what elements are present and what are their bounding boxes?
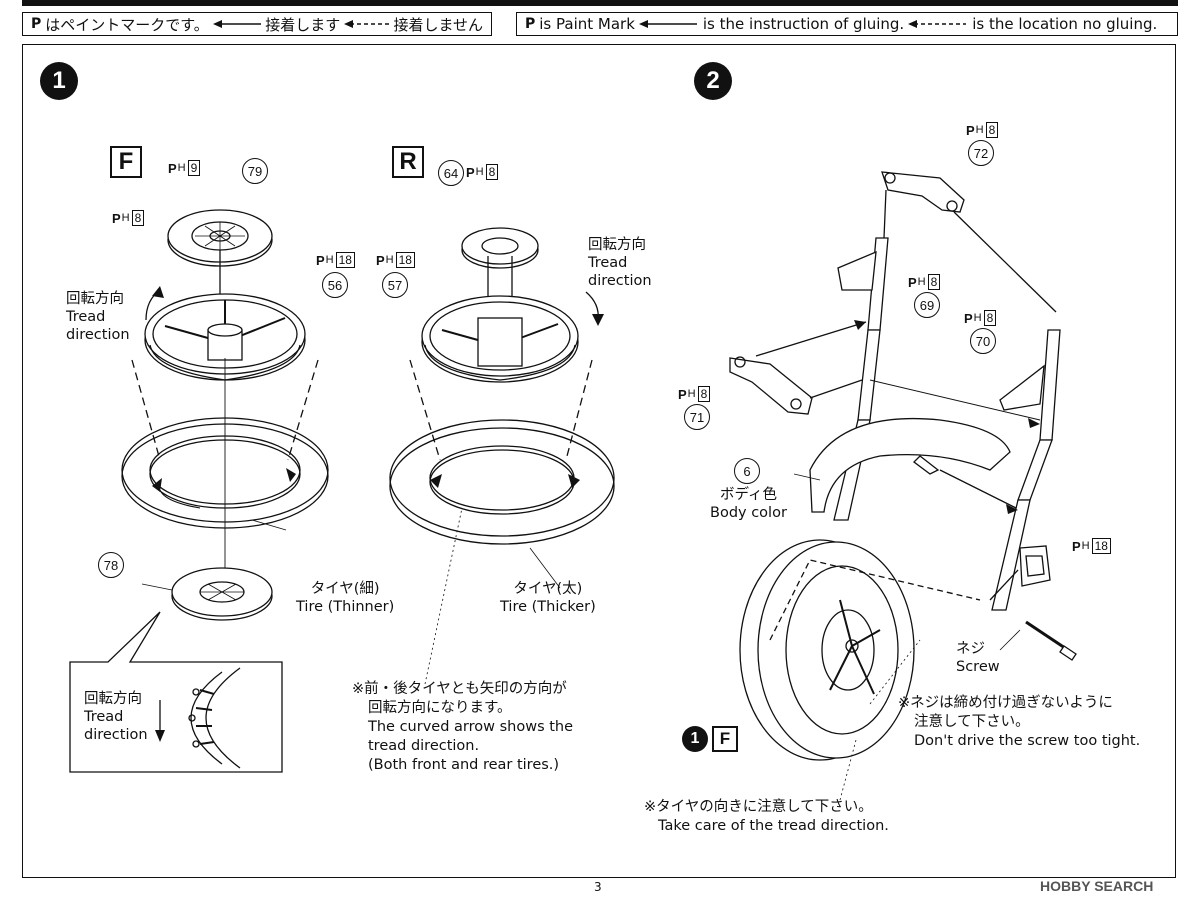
paint-mark-symbol: P [525, 16, 536, 32]
part-70: 70 [970, 328, 996, 354]
legend-noglue-text: is the location no gluing. [972, 15, 1158, 33]
detail-disc [188, 667, 241, 769]
legend-paint-text: はペイントマークです。 [45, 15, 209, 34]
detail-callout-box [69, 611, 283, 773]
legend-glue-text: is the instruction of gluing. [702, 15, 905, 33]
front-wheel-assembly [739, 539, 915, 761]
glue-arrow-icon [638, 20, 697, 28]
leader-tire-thick [529, 547, 561, 589]
fork-guide-line [869, 379, 1041, 421]
tread-note-leader [839, 739, 857, 801]
guide-arrowhead [1028, 418, 1040, 428]
lower-bridge-guides [755, 321, 867, 399]
tread-note: ※前・後タイヤとも矢印の方向が 回転方向になります。 The curved ar… [352, 681, 574, 773]
tread-arrowhead [152, 286, 164, 298]
step-2-badge: 2 [694, 62, 732, 100]
front-disc-78 [171, 567, 273, 621]
leader-tire-thin [251, 519, 287, 531]
leader-6 [793, 473, 821, 481]
step-1-badge: 1 [40, 62, 78, 100]
bridge-guide-lines [883, 189, 1057, 313]
part-69: 69 [914, 292, 940, 318]
rear-tire-thicker [389, 419, 615, 545]
legend-english: P is Paint Mark is the instruction of gl… [516, 12, 1178, 36]
screw-note-leader [869, 639, 921, 705]
tread-arrowhead [592, 314, 604, 326]
part-6: 6 [734, 458, 760, 484]
watermark: HOBBY SEARCH [1040, 878, 1154, 894]
caliper-guide [989, 569, 1019, 601]
part-57: 57 [382, 272, 408, 298]
detail-arrowhead [155, 730, 165, 742]
legend-paint-text: is Paint Mark [539, 15, 635, 33]
fender-guide [939, 469, 1017, 509]
paint-mark-symbol: P [31, 16, 42, 32]
guide-arrowhead [854, 320, 866, 330]
part-78: 78 [98, 552, 124, 578]
note-leader-dotted [424, 507, 463, 685]
front-dashed-guides [131, 359, 319, 461]
page-number: 3 [594, 880, 602, 894]
noglue-arrow-icon [908, 20, 967, 28]
instruction-frame [22, 44, 1176, 878]
part-56: 56 [322, 272, 348, 298]
tire-thick-label: タイヤ(太)Tire (Thicker) [500, 581, 596, 615]
part-79: 79 [242, 158, 268, 184]
top-bar [22, 0, 1178, 6]
noglue-arrow-icon [344, 20, 390, 28]
rear-wheel-57 [421, 295, 579, 383]
part-71: 71 [684, 404, 710, 430]
legend-japanese: P はペイントマークです。 接着します 接着しません [22, 12, 492, 36]
screw [1025, 620, 1077, 661]
legend-glue-text: 接着します [265, 15, 341, 34]
caliper [1019, 545, 1051, 587]
guide-arrowhead [1006, 504, 1018, 514]
part-64: 64 [438, 160, 464, 186]
front-label: F [110, 146, 142, 178]
ref-step-1-badge: 1 [682, 726, 708, 752]
tread-care-note: ※タイヤの向きに注意して下さい。 Take care of the tread … [644, 799, 889, 834]
part-72: 72 [968, 140, 994, 166]
rear-dashed-guides [409, 359, 593, 461]
legend-noglue-text: 接着しません [393, 15, 483, 34]
rear-disc-64 [461, 227, 539, 269]
ref-front-label: F [712, 726, 738, 752]
leader-78 [141, 583, 173, 591]
front-fender-6 [809, 417, 1011, 513]
top-bridge-72 [881, 171, 965, 213]
screw-note: ※ネジは締め付け過ぎないように 注意して下さい。 Don't drive the… [898, 695, 1141, 749]
rear-label: R [392, 146, 424, 178]
lower-bridge-71 [729, 356, 813, 415]
glue-arrow-icon [212, 20, 262, 28]
fork-right-70 [991, 329, 1061, 611]
leader-screw [999, 629, 1021, 651]
wheel-dashed-guide [769, 559, 981, 641]
fork-left-69 [833, 237, 889, 521]
tire-thin-label: タイヤ(細)Tire (Thinner) [296, 581, 395, 615]
